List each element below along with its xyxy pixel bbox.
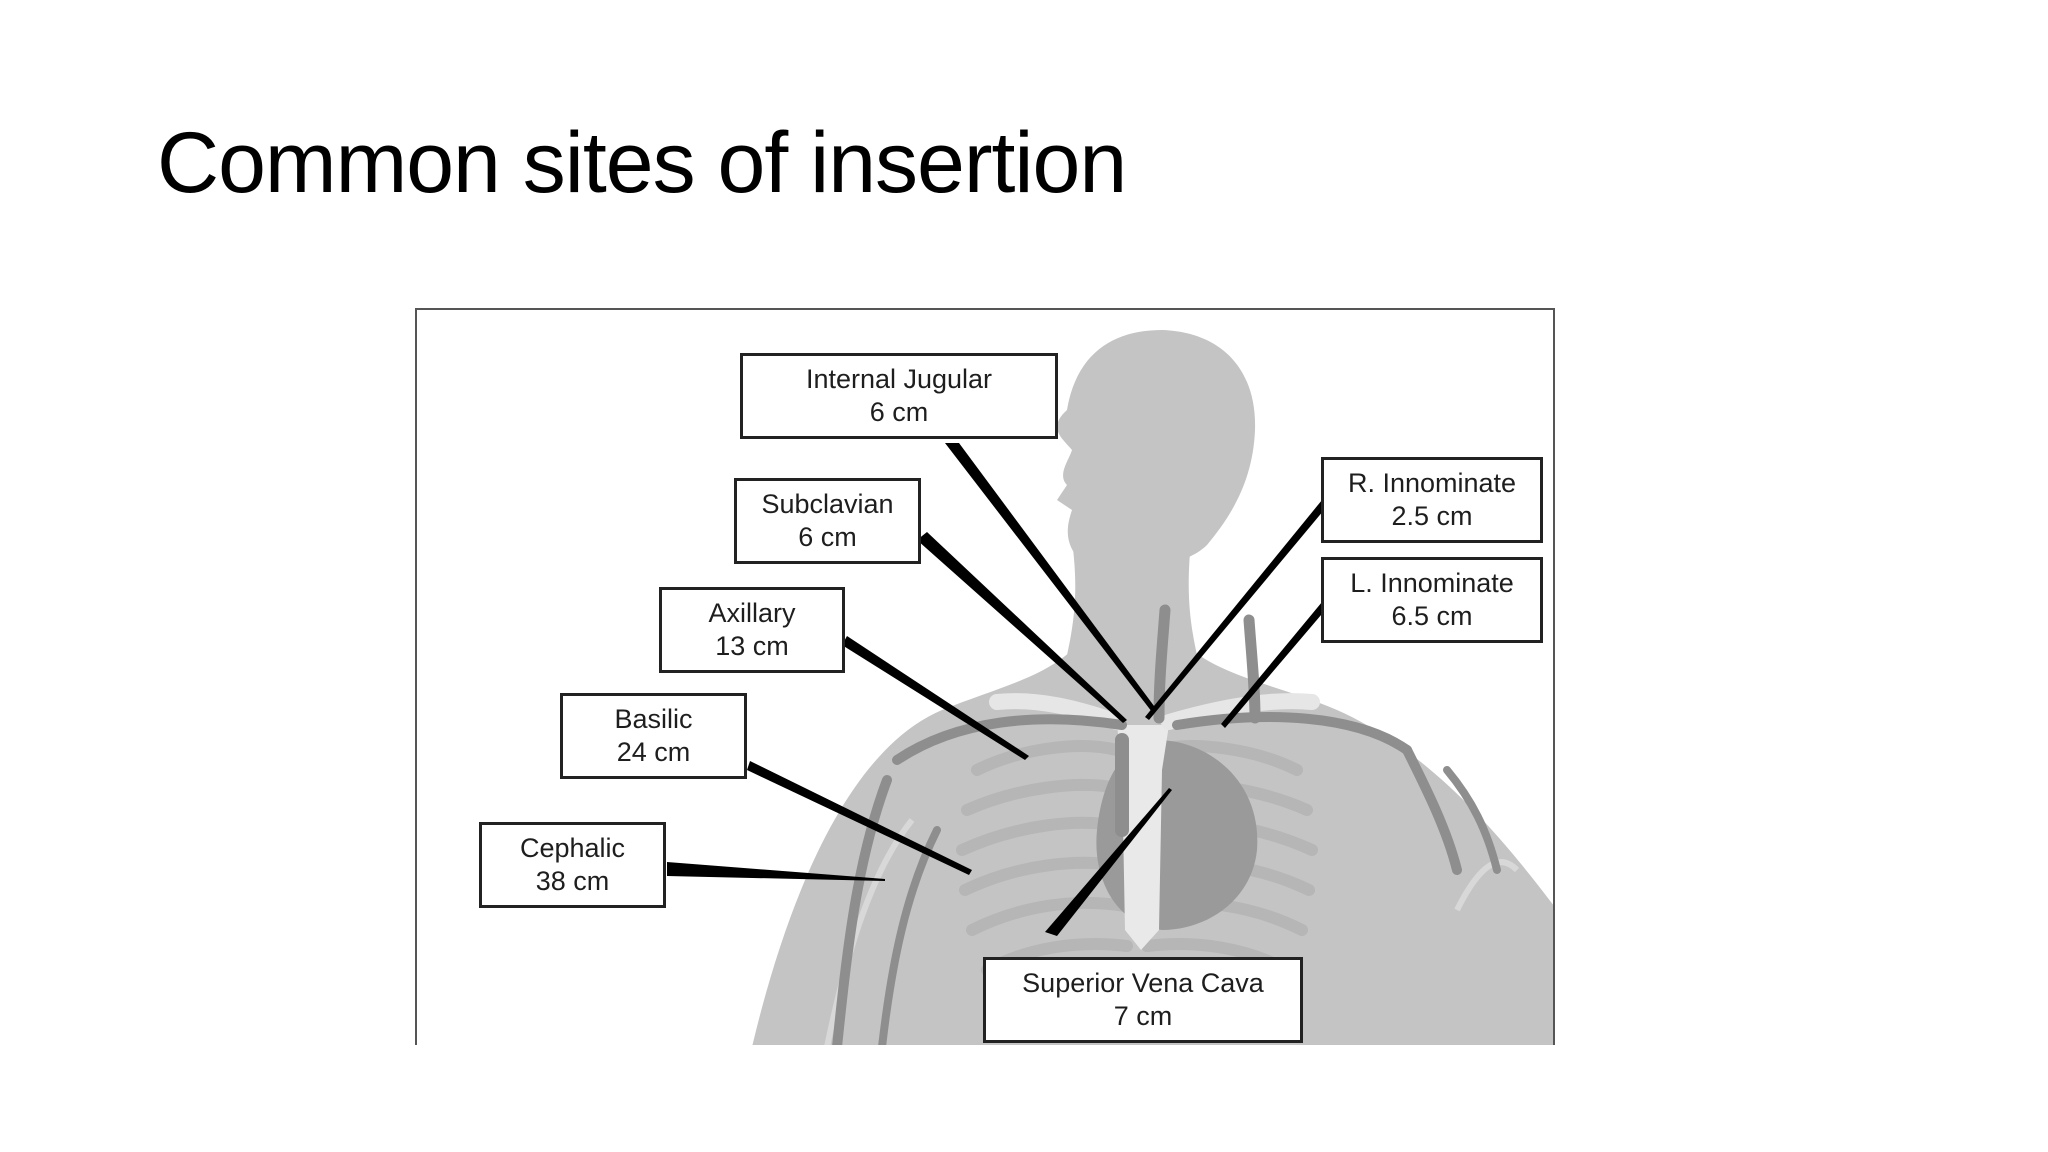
internal-jugular-name: Internal Jugular [805, 364, 993, 395]
label-cephalic: Cephalic 38 cm [479, 822, 666, 908]
left-cephalic-vein [1402, 745, 1462, 875]
label-r-innominate: R. Innominate 2.5 cm [1321, 457, 1543, 543]
axillary-length: 13 cm [715, 631, 789, 661]
l-innominate-length: 6.5 cm [1391, 601, 1473, 631]
basilic-length: 24 cm [616, 737, 691, 767]
r-innominate-length: 2.5 cm [1391, 501, 1473, 531]
cephalic-vein [832, 775, 892, 1045]
leader-subclavian [917, 532, 1127, 723]
venous-insertion-diagram: Internal Jugular 6 cm Subclavian 6 cm Ax… [415, 308, 1555, 1045]
leader-cephalic [667, 862, 885, 881]
subclavian-length: 6 cm [798, 522, 857, 552]
l-innominate-name: L. Innominate [1350, 568, 1514, 599]
label-l-innominate: L. Innominate 6.5 cm [1321, 557, 1543, 643]
r-innominate-name: R. Innominate [1347, 468, 1517, 499]
leader-r-innominate [1145, 500, 1329, 720]
superior-vena-cava-length: 7 cm [1113, 1001, 1173, 1031]
leader-axillary [842, 636, 1029, 760]
superior-vena-cava-name: Superior Vena Cava [1022, 968, 1264, 999]
leader-lines [667, 443, 1329, 936]
internal-jugular-length: 6 cm [869, 397, 929, 427]
subclavian-name: Subclavian [761, 489, 894, 520]
left-jugular-vein [1243, 614, 1261, 724]
cephalic-length: 38 cm [535, 866, 610, 896]
leader-superior-vena-cava [1045, 788, 1172, 936]
head-silhouette [1057, 330, 1256, 569]
label-internal-jugular: Internal Jugular 6 cm [740, 353, 1058, 439]
axillary-name: Axillary [708, 598, 796, 629]
leader-internal-jugular [945, 443, 1157, 712]
left-subclavian-vein [1172, 712, 1412, 755]
left-arm-contour [1454, 859, 1520, 912]
body-illustration [667, 330, 1553, 1045]
leader-l-innominate [1221, 602, 1327, 728]
label-superior-vena-cava: Superior Vena Cava 7 cm [983, 957, 1303, 1043]
cephalic-name: Cephalic [519, 833, 626, 864]
veins [832, 604, 1501, 1045]
label-axillary: Axillary 13 cm [659, 587, 845, 673]
label-subclavian: Subclavian 6 cm [734, 478, 921, 564]
leader-basilic [747, 761, 972, 875]
subclavian-vein [892, 714, 1127, 765]
slide-title: Common sites of insertion [157, 115, 1127, 211]
label-basilic: Basilic 24 cm [560, 693, 747, 779]
left-arm-vein [1443, 766, 1501, 874]
basilic-name: Basilic [614, 704, 693, 735]
sternum [1117, 725, 1169, 950]
